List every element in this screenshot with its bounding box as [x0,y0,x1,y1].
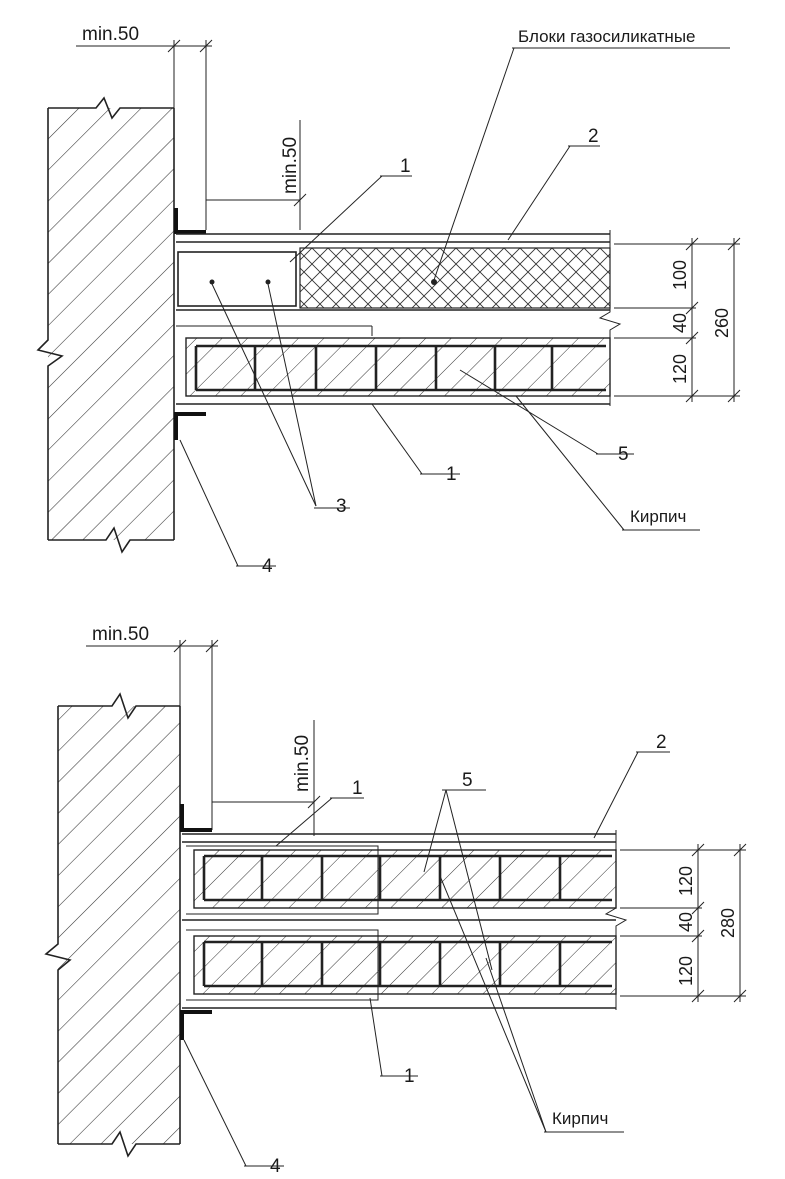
bottom-left-dim-label: min.50 [92,624,149,645]
bottom-right-dims: 120 40 120 280 [620,843,747,1003]
bottom-dim-120-lower: 120 [676,956,696,986]
bottom-callout-1-upper: 1 [352,778,363,799]
bottom-brick-upper [193,849,617,909]
top-block-3 [177,251,297,307]
top-gas-block [299,247,611,309]
bottom-dim-total: 280 [718,908,738,938]
top-dim-120: 120 [670,354,690,384]
bottom-dim-120-upper: 120 [676,866,696,896]
top-left-dim-label: min.50 [82,24,139,45]
top-concrete-wall [36,96,175,554]
top-dim-40: 40 [670,313,690,333]
top-dim-total: 260 [712,308,732,338]
bottom-callout-2: 2 [656,732,667,753]
bottom-concrete-wall [44,692,181,1158]
bottom-steel-angle-lower [180,1010,212,1040]
bottom-rebar-ties-lower [260,942,562,986]
top-callout-3: 3 [336,496,347,517]
top-callouts: Блоки газосиликатные 1 2 1 3 4 5 Кирпич [179,27,730,577]
top-brick-label: Кирпич [630,507,686,526]
bottom-brick-label: Кирпич [552,1109,608,1128]
bottom-brick-lower [193,935,617,995]
bottom-callout-5: 5 [462,770,473,791]
top-rebar-ties [253,346,554,390]
top-callout-1-upper: 1 [400,156,411,177]
bottom-left-dim: min.50 [86,624,219,830]
bottom-inner-dim: min.50 [212,720,321,836]
top-inner-dim: min.50 [206,120,307,230]
top-brick-layer [185,337,611,397]
bottom-steel-angle-upper [180,804,212,832]
bottom-dim-40: 40 [676,912,696,932]
top-steel-angle-upper [174,208,206,234]
top-steel-angle-lower [174,412,206,440]
top-material-label: Блоки газосиликатные [518,27,696,46]
top-dim-100: 100 [670,260,690,290]
bottom-inner-dim-label: min.50 [292,735,313,792]
top-inner-dim-label: min.50 [280,137,301,194]
top-right-dims: 100 40 120 260 [614,237,741,403]
top-callout-2: 2 [588,126,599,147]
bottom-rebar-ties-upper [260,856,562,900]
top-left-dim: min.50 [76,24,213,230]
bottom-detail: min.50 min.50 [44,624,747,1177]
top-detail: min.50 min.50 [36,24,741,577]
bottom-callouts: 1 5 2 1 4 Кирпич [183,732,670,1177]
